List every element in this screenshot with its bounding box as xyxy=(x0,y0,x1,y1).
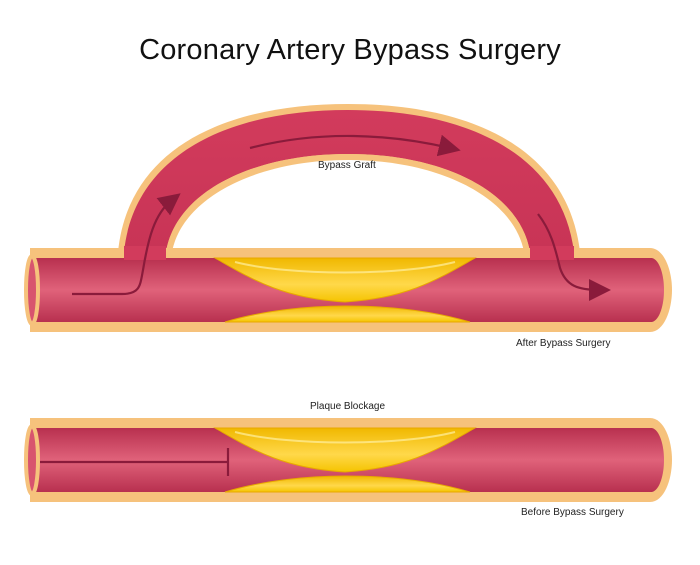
page-title: Coronary Artery Bypass Surgery xyxy=(139,34,561,66)
flow-arrow-out xyxy=(537,213,611,301)
plaque-blockage-label: Plaque Blockage xyxy=(310,401,386,412)
before-surgery-label: Before Bypass Surgery xyxy=(521,507,624,518)
flow-arrow-in xyxy=(72,193,181,296)
after-bypass-vessel xyxy=(24,104,672,332)
after-surgery-label: After Bypass Surgery xyxy=(516,338,611,349)
blocked-flow-line xyxy=(40,448,230,476)
bypass-graft-label: Bypass Graft xyxy=(318,160,376,171)
flow-arrow-graft xyxy=(249,134,461,157)
before-bypass-vessel xyxy=(24,418,672,502)
plaque-bottom-before xyxy=(224,475,471,493)
bypass-graft xyxy=(124,110,574,252)
plaque-bottom xyxy=(224,305,471,323)
